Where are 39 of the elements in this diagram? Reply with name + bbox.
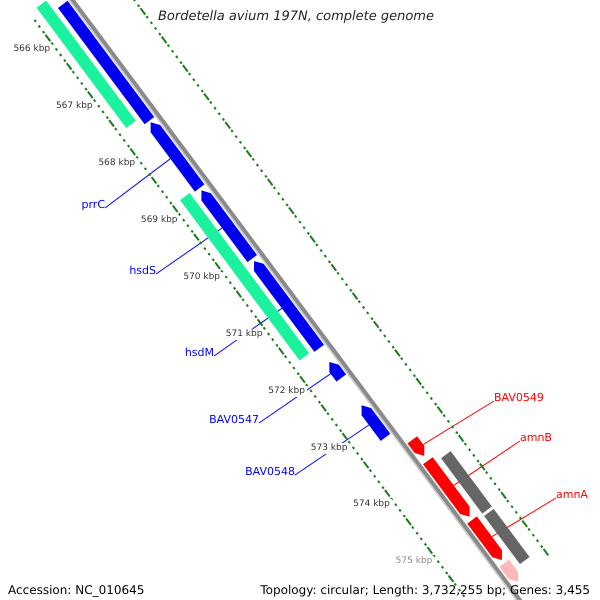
leader-line bbox=[104, 158, 171, 208]
scale-label: 574 kbp bbox=[352, 499, 392, 510]
gene-label: hsdM bbox=[184, 346, 214, 360]
scale-label: 566 kbp bbox=[12, 44, 52, 55]
gene-feature bbox=[362, 405, 390, 441]
gene-label: hsdS bbox=[129, 264, 156, 278]
gene-label: BAV0547 bbox=[209, 413, 259, 427]
scale-label: 571 kbp bbox=[224, 328, 264, 340]
leader-line bbox=[258, 373, 332, 424]
gene-label: amnA bbox=[556, 488, 588, 502]
scale-label: 570 kbp bbox=[182, 272, 222, 283]
gene-label: BAV0548 bbox=[245, 465, 295, 479]
leader-line bbox=[422, 400, 494, 445]
scale-label: 575 kbp bbox=[394, 556, 434, 568]
scale-label: 567 kbp bbox=[54, 100, 94, 112]
gene-feature bbox=[441, 451, 492, 514]
leader-line bbox=[492, 498, 556, 538]
scale-label: 573 kbp bbox=[309, 442, 350, 454]
genome-summary: Topology: circular; Length: 3,732,255 bp; Genes: 3,455 bbox=[260, 583, 590, 597]
gene-feature bbox=[407, 436, 424, 456]
scale-label: 568 kbp bbox=[96, 158, 137, 169]
gene-feature bbox=[329, 362, 346, 382]
gene-label: BAV0549 bbox=[494, 391, 544, 405]
gene-label: prrC bbox=[81, 198, 105, 212]
gene-feature bbox=[201, 190, 258, 262]
gene-feature bbox=[423, 457, 470, 517]
accession-text: Accession: NC_010645 bbox=[8, 583, 144, 597]
scale-label: 569 kbp bbox=[139, 214, 180, 226]
gene-feature bbox=[484, 508, 530, 564]
gene-label: amnB bbox=[520, 431, 552, 445]
gene-feature bbox=[180, 192, 310, 360]
leader-line bbox=[453, 440, 520, 486]
gene-feature bbox=[467, 516, 502, 560]
leader-line bbox=[156, 228, 223, 274]
chart-title: Bordetella avium 197N, complete genome bbox=[158, 10, 434, 24]
scale-label: 572 kbp bbox=[266, 386, 307, 397]
gene-feature bbox=[150, 122, 204, 192]
gene-feature bbox=[58, 0, 154, 124]
gene-feature bbox=[500, 560, 518, 582]
